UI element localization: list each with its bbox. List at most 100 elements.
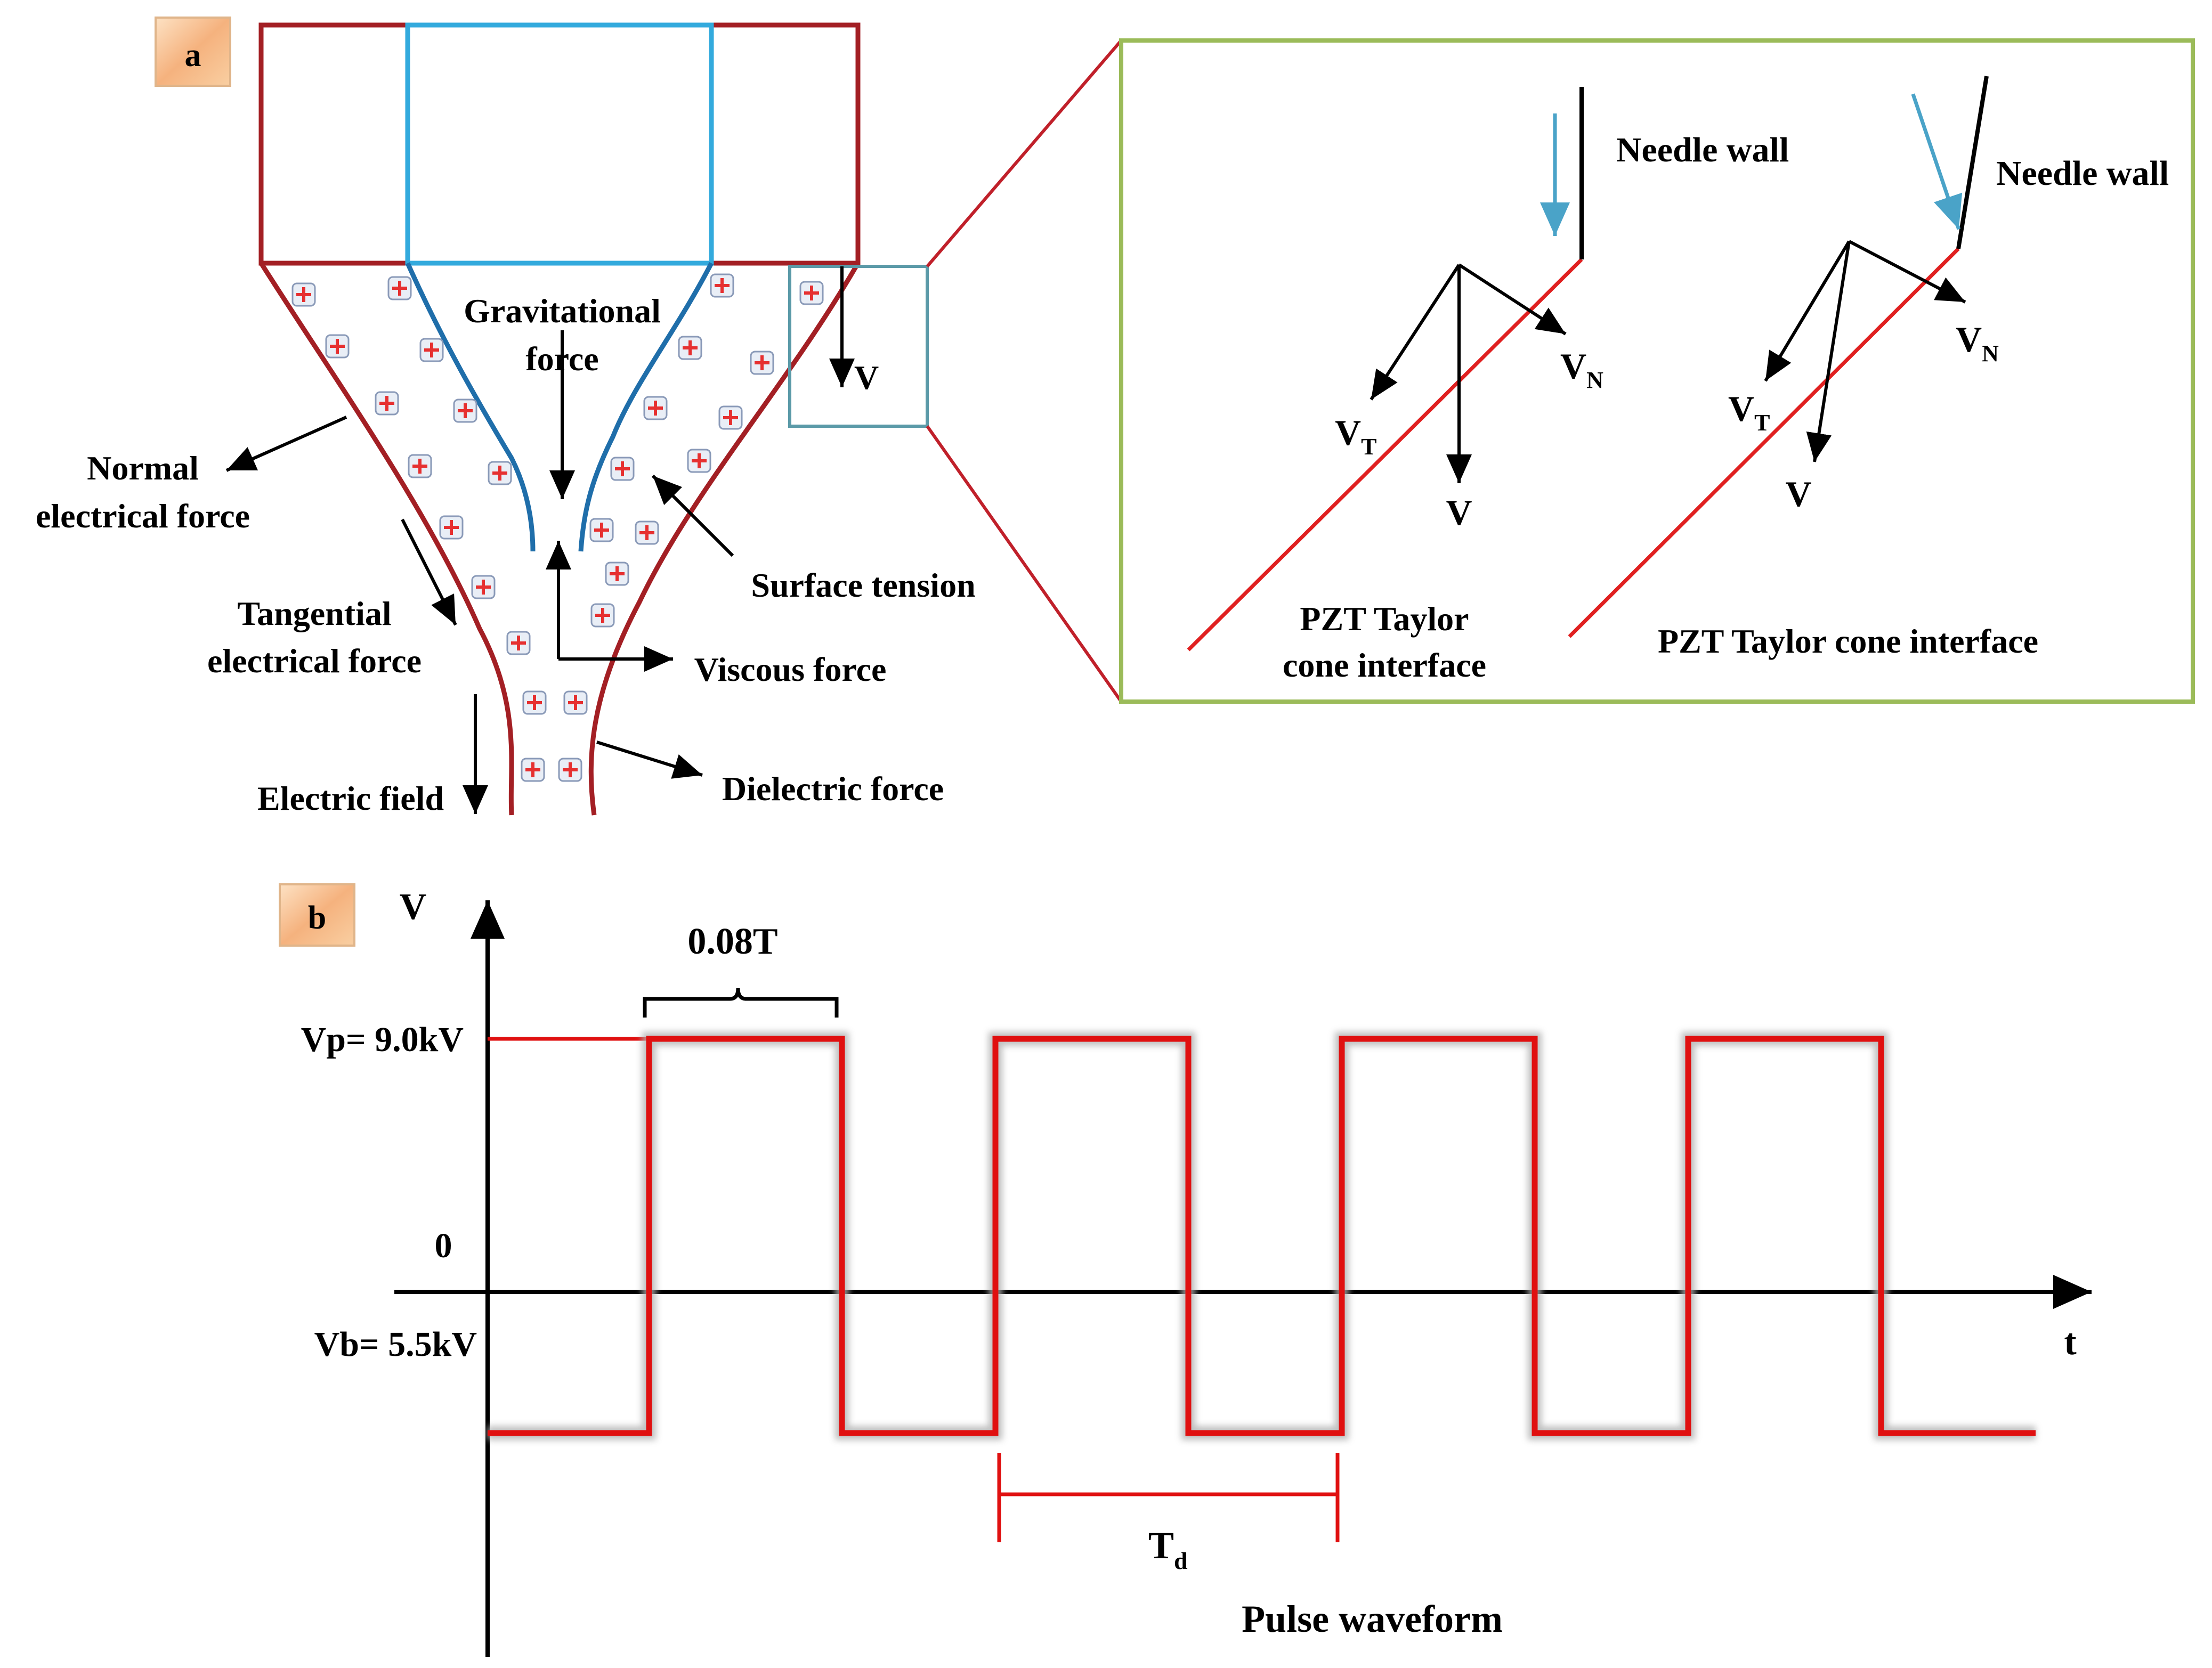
v-label-left: V bbox=[1446, 492, 1472, 533]
charge bbox=[472, 576, 495, 598]
panel-b-letter: b bbox=[308, 900, 326, 936]
charge bbox=[293, 283, 315, 306]
inset-right: Needle wall VN VT V PZT Taylor cone inte… bbox=[1568, 76, 2169, 660]
charge bbox=[606, 563, 628, 585]
vt-arrow-left bbox=[1370, 264, 1461, 401]
inset-panel: Needle wall VN VT V PZT Taylor cone inte… bbox=[1119, 38, 2195, 704]
vn-label-left-sub: N bbox=[1586, 367, 1603, 393]
gravitational-label-1: Gravitational bbox=[464, 292, 661, 330]
panel-a-labels: Gravitational force V Normal electrical … bbox=[36, 292, 976, 817]
tangential-label-1: Tangential bbox=[237, 595, 391, 632]
taylor-cone bbox=[259, 262, 860, 816]
vn-label-right: VN bbox=[1956, 319, 1999, 367]
charge bbox=[376, 392, 398, 414]
charge bbox=[592, 604, 614, 626]
charge bbox=[440, 516, 463, 539]
charge bbox=[636, 522, 658, 544]
dielectric-label: Dielectric force bbox=[722, 770, 944, 808]
v-label-right: V bbox=[1785, 474, 1811, 514]
normal-force-arrow bbox=[225, 416, 347, 472]
interface-line-right bbox=[1568, 247, 1960, 638]
vb-label: Vb= 5.5kV bbox=[314, 1325, 477, 1364]
charge bbox=[688, 450, 710, 472]
period-marker bbox=[997, 1453, 1340, 1542]
charge bbox=[454, 400, 476, 422]
charge bbox=[326, 335, 349, 357]
interface-label-right: PZT Taylor cone interface bbox=[1658, 622, 2038, 660]
axes bbox=[394, 900, 2092, 1657]
charge bbox=[800, 282, 823, 304]
charge bbox=[420, 339, 443, 361]
waveform-line bbox=[488, 1036, 2036, 1436]
vp-label: Vp= 9.0kV bbox=[301, 1020, 464, 1059]
flow-arrow-right bbox=[1911, 93, 1963, 230]
charge bbox=[719, 406, 742, 429]
normal-label-2: electrical force bbox=[36, 497, 250, 535]
electric-field-label: Electric field bbox=[257, 779, 444, 817]
period-label: Td bbox=[1148, 1524, 1188, 1574]
waveform-glow bbox=[488, 1032, 2036, 1440]
force-arrows bbox=[225, 266, 855, 814]
viscous-label: Viscous force bbox=[694, 650, 887, 688]
x-axis-label: t bbox=[2064, 1322, 2076, 1363]
vn-label-right-main: V bbox=[1956, 319, 1982, 360]
zoom-box bbox=[788, 265, 929, 428]
vt-label-left: VT bbox=[1335, 412, 1376, 460]
vt-label-right-main: V bbox=[1728, 388, 1754, 429]
charge bbox=[751, 352, 773, 374]
velocity-label: V bbox=[854, 359, 879, 396]
pulse-width-bracket bbox=[643, 988, 839, 1018]
dielectric-force-arrow bbox=[596, 741, 703, 779]
vt-arrow-right bbox=[1764, 240, 1851, 382]
pulse-waveform bbox=[488, 1032, 2036, 1440]
period-label-main: T bbox=[1148, 1524, 1174, 1567]
panel-b: b V t Vp= 9.0kV 0 Vb= 5.5kV 0.08T Td bbox=[279, 883, 2092, 1657]
charge bbox=[611, 458, 634, 480]
interface-line-left bbox=[1187, 258, 1583, 652]
vt-label-right-sub: T bbox=[1754, 410, 1770, 436]
v-arrow-right bbox=[1806, 241, 1851, 462]
charge bbox=[489, 462, 511, 484]
charge bbox=[409, 455, 431, 477]
interface-label-left-1: PZT Taylor bbox=[1300, 600, 1469, 638]
charge bbox=[388, 277, 411, 299]
vt-label-left-main: V bbox=[1335, 412, 1361, 453]
zoom-connector-bottom bbox=[926, 425, 1123, 703]
charge bbox=[679, 337, 701, 359]
charge bbox=[507, 632, 530, 654]
vn-arrow-right bbox=[1848, 240, 1966, 304]
interface-label-left-2: cone interface bbox=[1283, 646, 1486, 684]
period-label-sub: d bbox=[1174, 1547, 1188, 1574]
pulse-width-label: 0.08T bbox=[687, 921, 777, 962]
vt-label-left-sub: T bbox=[1361, 434, 1376, 460]
zero-label: 0 bbox=[435, 1226, 452, 1265]
charge bbox=[590, 519, 613, 541]
charge bbox=[644, 397, 667, 419]
y-axis-label: V bbox=[400, 886, 427, 927]
vn-arrow-left bbox=[1458, 263, 1567, 336]
normal-label-1: Normal bbox=[87, 449, 199, 487]
tangential-label-2: electrical force bbox=[207, 642, 422, 680]
waveform-caption: Pulse waveform bbox=[1242, 1598, 1503, 1640]
tangential-force-arrow bbox=[401, 518, 457, 626]
needle-wall-label-left: Needle wall bbox=[1616, 131, 1789, 169]
panel-a: a bbox=[36, 17, 1123, 817]
zoom-connector-top bbox=[926, 39, 1123, 267]
inset-left: Needle wall VN VT V PZT Taylor cone inte… bbox=[1187, 87, 1789, 684]
charge bbox=[559, 759, 581, 781]
nozzle-body bbox=[258, 22, 861, 266]
meniscus bbox=[405, 262, 714, 552]
gravitational-label-2: force bbox=[525, 340, 598, 378]
needle-wall-right bbox=[1956, 76, 1989, 249]
needle-wall-label-right: Needle wall bbox=[1996, 154, 2169, 193]
charge bbox=[564, 691, 587, 714]
charge bbox=[523, 691, 546, 714]
charge bbox=[522, 759, 544, 781]
vn-label-right-sub: N bbox=[1982, 340, 1999, 367]
vt-label-right: VT bbox=[1728, 388, 1770, 436]
surface-tension-label: Surface tension bbox=[751, 566, 975, 604]
charge bbox=[711, 274, 733, 297]
panel-a-badge: a bbox=[155, 17, 231, 87]
surface-tension-arrow bbox=[651, 474, 734, 557]
